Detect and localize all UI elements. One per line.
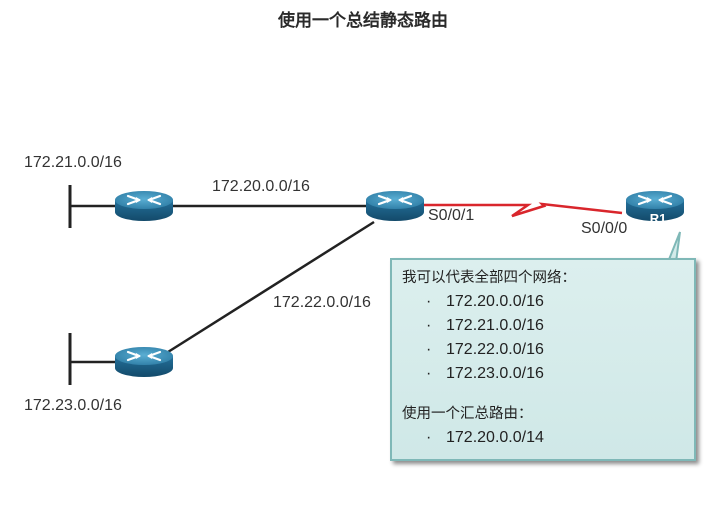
summary-route-list: ·172.20.0.0/14 (402, 426, 684, 450)
bullet: · (426, 429, 432, 446)
list-item: ·172.21.0.0/16 (402, 314, 684, 338)
bullet: · (426, 341, 432, 358)
summary-callout: 我可以代表全部四个网络： ·172.20.0.0/16 ·172.21.0.0/… (390, 258, 696, 461)
link-diagonal (167, 220, 375, 354)
router-r1-label: R1 (650, 211, 667, 226)
list-item: ·172.23.0.0/16 (402, 362, 684, 386)
list-item: ·172.20.0.0/16 (402, 290, 684, 314)
network-label-link-top: 172.20.0.0/16 (212, 178, 310, 195)
interface-label-center: S0/0/1 (428, 207, 475, 224)
network-label-link-diagonal: 172.22.0.0/16 (273, 294, 371, 311)
network-label-left-bottom: 172.23.0.0/16 (24, 397, 122, 414)
network-label-left-top: 172.21.0.0/16 (24, 154, 122, 171)
serial-link (422, 202, 623, 218)
list-item: ·172.22.0.0/16 (402, 338, 684, 362)
router-left-bottom (113, 345, 175, 379)
bullet: · (426, 365, 432, 382)
network-list: ·172.20.0.0/16 ·172.21.0.0/16 ·172.22.0.… (402, 290, 684, 386)
router-center (364, 189, 426, 223)
bullet: · (426, 317, 432, 334)
router-left-top (113, 189, 175, 223)
bullet: · (426, 293, 432, 310)
interface-label-r1: S0/0/0 (581, 220, 628, 237)
callout-heading-networks: 我可以代表全部四个网络： (402, 270, 576, 286)
list-item: ·172.20.0.0/14 (402, 426, 684, 450)
page-title: 使用一个总结静态路由 (278, 11, 448, 31)
callout-heading-summary: 使用一个汇总路由： (402, 406, 533, 422)
